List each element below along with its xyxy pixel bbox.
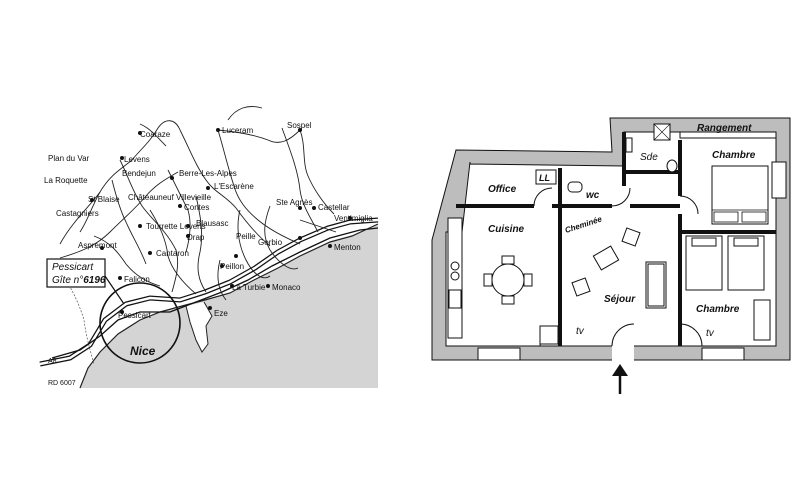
town-berre-les-alpes: Berre-Les-Alpes — [179, 169, 237, 178]
sde-toilet — [666, 159, 678, 173]
wardrobe — [753, 299, 771, 341]
entrance-gap — [612, 344, 634, 362]
town-drap: Drap — [187, 233, 205, 242]
town-plan-du-var: Plan du Var — [48, 154, 90, 163]
entrance-arrow — [612, 364, 628, 394]
a8-label: A8 — [48, 358, 57, 365]
rangement-strip — [679, 131, 777, 139]
room-sde: Sde — [640, 152, 658, 163]
kitchen-counter — [447, 217, 463, 339]
bed-double — [711, 165, 769, 225]
room-chambre-1: Chambre — [712, 150, 756, 161]
gite-prefix: Gîte n° — [52, 275, 83, 286]
inland-roads — [59, 106, 337, 301]
town-peillon: Peillon — [220, 262, 244, 271]
rd6007-label: RD 6007 — [48, 380, 76, 387]
sea — [80, 224, 378, 388]
location-line-2: Gîte n°6196 — [52, 275, 106, 286]
town-pessicart: Pessicart — [118, 311, 152, 320]
town-lescarene: L'Escarène — [214, 182, 254, 191]
location-line-1: Pessicart — [52, 262, 94, 273]
dining-table — [483, 255, 533, 305]
floor-plan: Office LL wc Sde Rangement Chambre Cuisi… — [431, 117, 791, 394]
window-right — [771, 161, 787, 199]
town-blausasc: Blausasc — [196, 219, 228, 228]
town-eze: Eze — [214, 309, 228, 318]
area-map: Coaraze Luceram Sospel Plan du Var Leven… — [39, 100, 379, 389]
town-chateauneuf: Châteauneuf Villevieille — [128, 193, 212, 202]
window-chambre-2 — [701, 347, 745, 361]
town-ste-agnes: Ste Agnès — [276, 198, 312, 207]
room-cheminee: Cheminée — [564, 214, 604, 235]
cuisine-cabinet — [539, 325, 559, 345]
town-dots — [90, 128, 352, 314]
nice-circle — [99, 282, 181, 364]
town-cantaron: Cantaron — [156, 249, 189, 258]
room-sejour: Séjour — [604, 294, 636, 305]
gite-number: 6196 — [83, 275, 106, 286]
wc-toilet — [567, 181, 583, 193]
town-monaco: Monaco — [272, 283, 301, 292]
town-peille: Peille — [236, 232, 256, 241]
room-wc: wc — [586, 190, 600, 201]
town-falicon: Falicon — [124, 275, 150, 284]
window-cuisine — [477, 347, 521, 361]
town-aspremont: Aspremont — [78, 241, 117, 250]
town-castellar: Castellar — [318, 203, 350, 212]
living-furniture — [571, 227, 667, 309]
room-chambre-2: Chambre — [696, 304, 740, 315]
coastline — [79, 223, 379, 389]
interior-walls — [456, 132, 776, 346]
town-menton: Menton — [334, 243, 361, 252]
town-st-blaise: St Blaise — [88, 195, 120, 204]
town-tourrette: Tourrette Levens — [146, 222, 206, 231]
town-sospel: Sospel — [287, 121, 312, 130]
town-castagniers: Castagniers — [56, 209, 99, 218]
room-tv-1: tv — [576, 326, 585, 337]
cap-peninsula — [185, 301, 213, 353]
town-contes: Contes — [184, 203, 209, 212]
twin-beds — [685, 235, 765, 291]
town-luceram: Luceram — [222, 126, 253, 135]
ll-box — [535, 169, 557, 185]
room-office: Office — [488, 184, 517, 195]
town-gorbio: Gorbio — [258, 238, 283, 247]
room-ll: LL — [539, 173, 550, 183]
town-la-turbie: La Turbie — [232, 283, 266, 292]
town-levens: Levens — [124, 155, 150, 164]
sde-sink — [625, 137, 633, 153]
room-cuisine: Cuisine — [488, 224, 525, 235]
town-nice: Nice — [130, 344, 156, 358]
town-la-roquette: La Roquette — [44, 176, 88, 185]
town-ventimiglia: Ventimiglia — [334, 214, 373, 223]
town-bendejun: Bendejun — [122, 169, 156, 178]
room-rangement: Rangement — [697, 123, 752, 134]
town-coaraze: Coaraze — [140, 130, 171, 139]
location-box: Pessicart Gîte n°6196 — [46, 258, 125, 305]
rd6007-road — [51, 227, 379, 359]
room-tv-2: tv — [706, 328, 715, 339]
